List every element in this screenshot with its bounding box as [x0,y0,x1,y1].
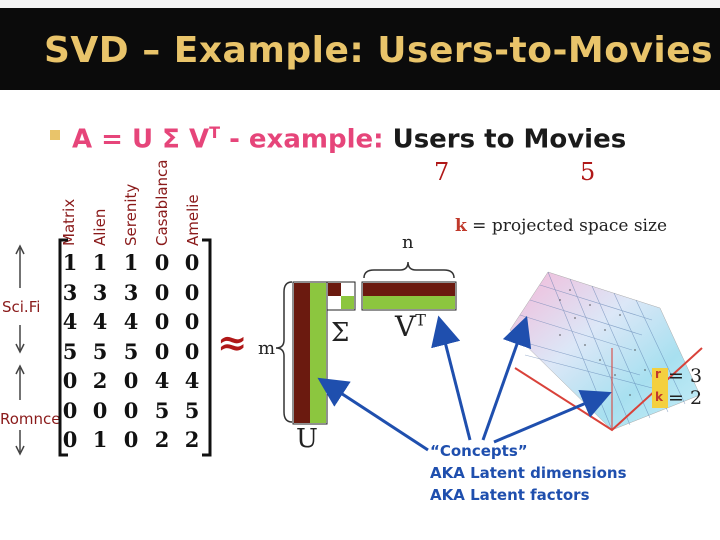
vt-label-sup: T [415,310,426,330]
subtitle-formula: A = U Σ V [72,124,210,155]
latent-dimensions-text: AKA Latent dimensions [430,464,627,482]
slide-top-margin [0,0,720,8]
m-dimension-label: m [258,338,276,359]
matrix-bracket-right [202,238,212,457]
matrix-cell: 0 [62,427,78,452]
matrix-cell: 0 [184,279,200,305]
matrix-cell: 2 [154,427,170,452]
k-symbol: k [455,216,467,236]
u-matrix [292,281,328,425]
matrix-cell: 0 [123,427,139,452]
rank-left-number: 7 [434,158,450,186]
matrix-cell: 4 [123,309,139,334]
scifi-arrows [15,244,25,354]
r-symbol: r [655,367,661,381]
subtitle-topic: Users to Movies [383,124,627,155]
matrix-cell: 0 [154,338,170,364]
matrix-cell: 5 [184,397,200,423]
group-label-romance: Romnce [0,410,61,428]
matrix-cell: 0 [123,368,139,393]
concepts-annotation: “Concepts” AKA Latent dimensions AKA Lat… [430,440,627,506]
matrix-cell: 0 [184,309,200,334]
matrix-cell: 5 [123,338,139,364]
vt-label: VT [395,310,426,343]
concepts-title: “Concepts” [430,442,528,460]
matrix-cell: 0 [184,338,200,364]
k-description: = projected space size [466,216,668,236]
matrix-cell: 5 [154,397,170,423]
matrix-cell: 0 [62,397,78,423]
k-symbol-small: k [655,390,663,404]
sigma-label: Σ [331,318,350,348]
n-brace [363,261,455,279]
slide-subtitle: A = U Σ VT - example: Users to Movies [72,123,626,155]
slide-title: SVD – Example: Users-to-Movies [44,30,714,71]
matrix-cell: 4 [62,309,78,334]
matrix-cell: 0 [92,397,108,423]
r-equals-value: = 3 [668,365,703,387]
matrix-cell: 1 [92,250,108,275]
m-brace [275,281,293,423]
matrix-cell: 2 [184,427,200,452]
title-bar [0,8,720,90]
n-dimension-label: n [402,232,414,253]
k-equals-value: = 2 [668,387,703,409]
vt-matrix [361,281,457,311]
matrix-cell: 1 [92,427,108,452]
matrix-cell: 1 [123,250,139,275]
matrix-cell: 0 [62,368,78,393]
matrix-cell: 0 [154,279,170,305]
matrix-cell: 0 [154,309,170,334]
latent-factors-text: AKA Latent factors [430,486,590,504]
rank-highlight-box [652,368,668,408]
concept-arrows [317,315,612,452]
romance-arrows [15,364,25,456]
matrix-cell: 0 [154,250,170,275]
matrix-cell: 3 [62,279,78,305]
matrix-bracket-left [58,238,68,457]
matrix-cell: 5 [62,338,78,364]
matrix-cell: 1 [62,250,78,275]
matrix-cell: 0 [184,250,200,275]
subtitle-example: - example: [220,124,384,155]
matrix-cell: 3 [92,279,108,305]
matrix-cell: 4 [154,368,170,393]
group-label-scifi: Sci.Fi [2,298,41,316]
sigma-matrix [326,281,356,311]
matrix-cell: 3 [123,279,139,305]
matrix-cell: 4 [92,309,108,334]
matrix-cell: 2 [92,368,108,393]
matrix-cell: 5 [92,338,108,364]
approx-symbol: ≈ [217,322,248,364]
bullet-icon [50,130,60,140]
vt-label-v: V [395,310,416,343]
subtitle-formula-sup: T [209,123,221,142]
matrix-cell: 4 [184,368,200,393]
u-label: U [296,424,318,454]
rank-right-number: 5 [580,158,596,186]
k-note: k = projected space size [455,216,667,236]
matrix-cell: 0 [123,397,139,423]
